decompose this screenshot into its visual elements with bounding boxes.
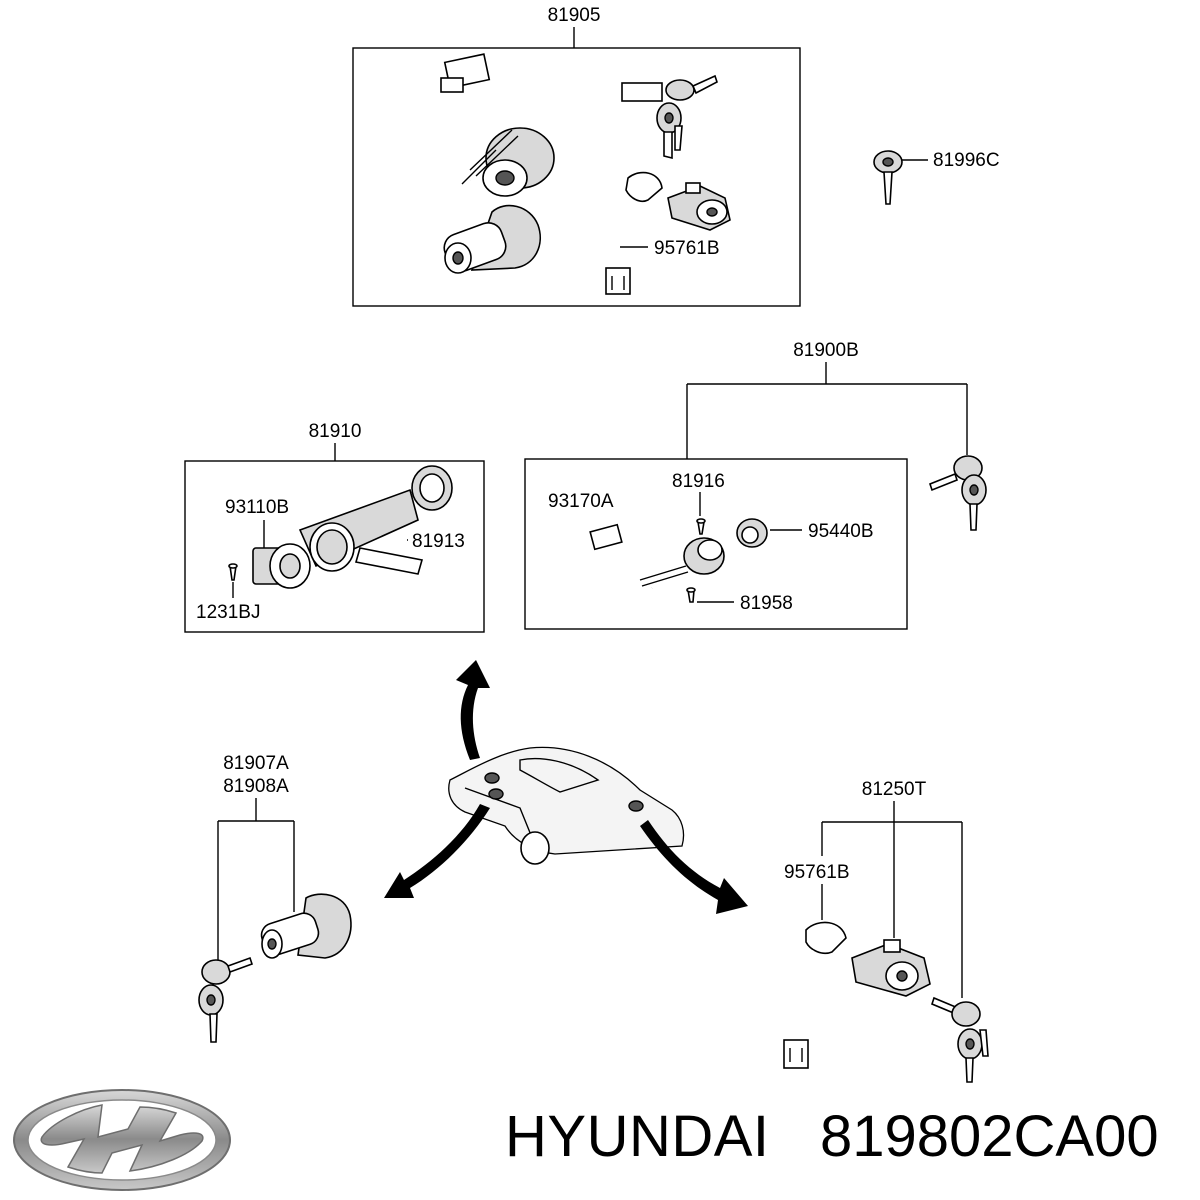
group-81907A: 81907A 81908A xyxy=(198,753,352,1043)
label-1231BJ: 1231BJ xyxy=(196,602,260,623)
label-81905: 81905 xyxy=(548,5,601,26)
brand-name: HYUNDAI xyxy=(505,1104,770,1169)
label-93110B: 93110B xyxy=(225,497,289,518)
key-pair-icon xyxy=(621,74,718,160)
part-number: 819802CA00 xyxy=(820,1104,1159,1169)
label-81913: 81913 xyxy=(412,531,465,552)
ignition-switch-harness-icon xyxy=(374,53,555,197)
group-81250T: 81250T 95761B xyxy=(783,779,989,1083)
car-icon xyxy=(448,746,685,865)
box-81910 xyxy=(184,460,485,633)
label-81910: 81910 xyxy=(309,421,362,442)
box-81900B xyxy=(524,458,908,630)
screw-icon-81916 xyxy=(696,518,706,535)
label-81907A: 81907A xyxy=(223,753,289,774)
label-81250T: 81250T xyxy=(862,779,927,800)
group-81996C: 81996C xyxy=(873,150,1000,205)
label-81958: 81958 xyxy=(740,593,793,614)
label-93170A: 93170A xyxy=(548,491,614,512)
key-pair-icon-81250T xyxy=(931,996,989,1083)
hyundai-logo-icon xyxy=(13,1089,231,1191)
key-pair-icon-81900B xyxy=(929,455,987,531)
lock-cylinder-icon xyxy=(443,204,541,274)
label-81908A: 81908A xyxy=(223,776,289,797)
door-lock-cable-icon xyxy=(605,171,663,295)
group-81910: 81910 93110B 81913 1231BJ xyxy=(184,421,485,633)
screw-icon-81958 xyxy=(686,587,696,603)
arrow-up-icon xyxy=(456,660,490,760)
label-95761B-bottom: 95761B xyxy=(784,862,850,883)
label-95440B: 95440B xyxy=(808,521,874,542)
label-95761B-top: 95761B xyxy=(654,238,720,259)
box-81905 xyxy=(352,47,801,307)
arrow-right-icon xyxy=(640,820,748,914)
door-cylinder-icon xyxy=(667,182,731,231)
cap-icon-95440B xyxy=(736,518,768,548)
label-81996C: 81996C xyxy=(933,150,1000,171)
group-81905: 81905 xyxy=(352,5,801,307)
lock-cylinder-icon-81907A xyxy=(260,893,352,959)
key-pair-icon-81907A xyxy=(198,956,254,1043)
ignition-cylinder-icon xyxy=(252,465,453,589)
door-lock-cable-icon-81250T xyxy=(783,921,847,1069)
screw-icon xyxy=(228,563,238,581)
label-81916: 81916 xyxy=(672,471,725,492)
harness-icon-93170A xyxy=(554,523,725,610)
label-81900B: 81900B xyxy=(793,340,859,361)
group-81900B: 81900B xyxy=(686,340,987,531)
key-icon xyxy=(873,150,903,205)
door-cylinder-icon-81250T xyxy=(851,939,931,997)
group-81900B-box: 93170A 81916 95440B 81958 xyxy=(524,458,908,630)
arrow-left-icon xyxy=(384,804,490,898)
